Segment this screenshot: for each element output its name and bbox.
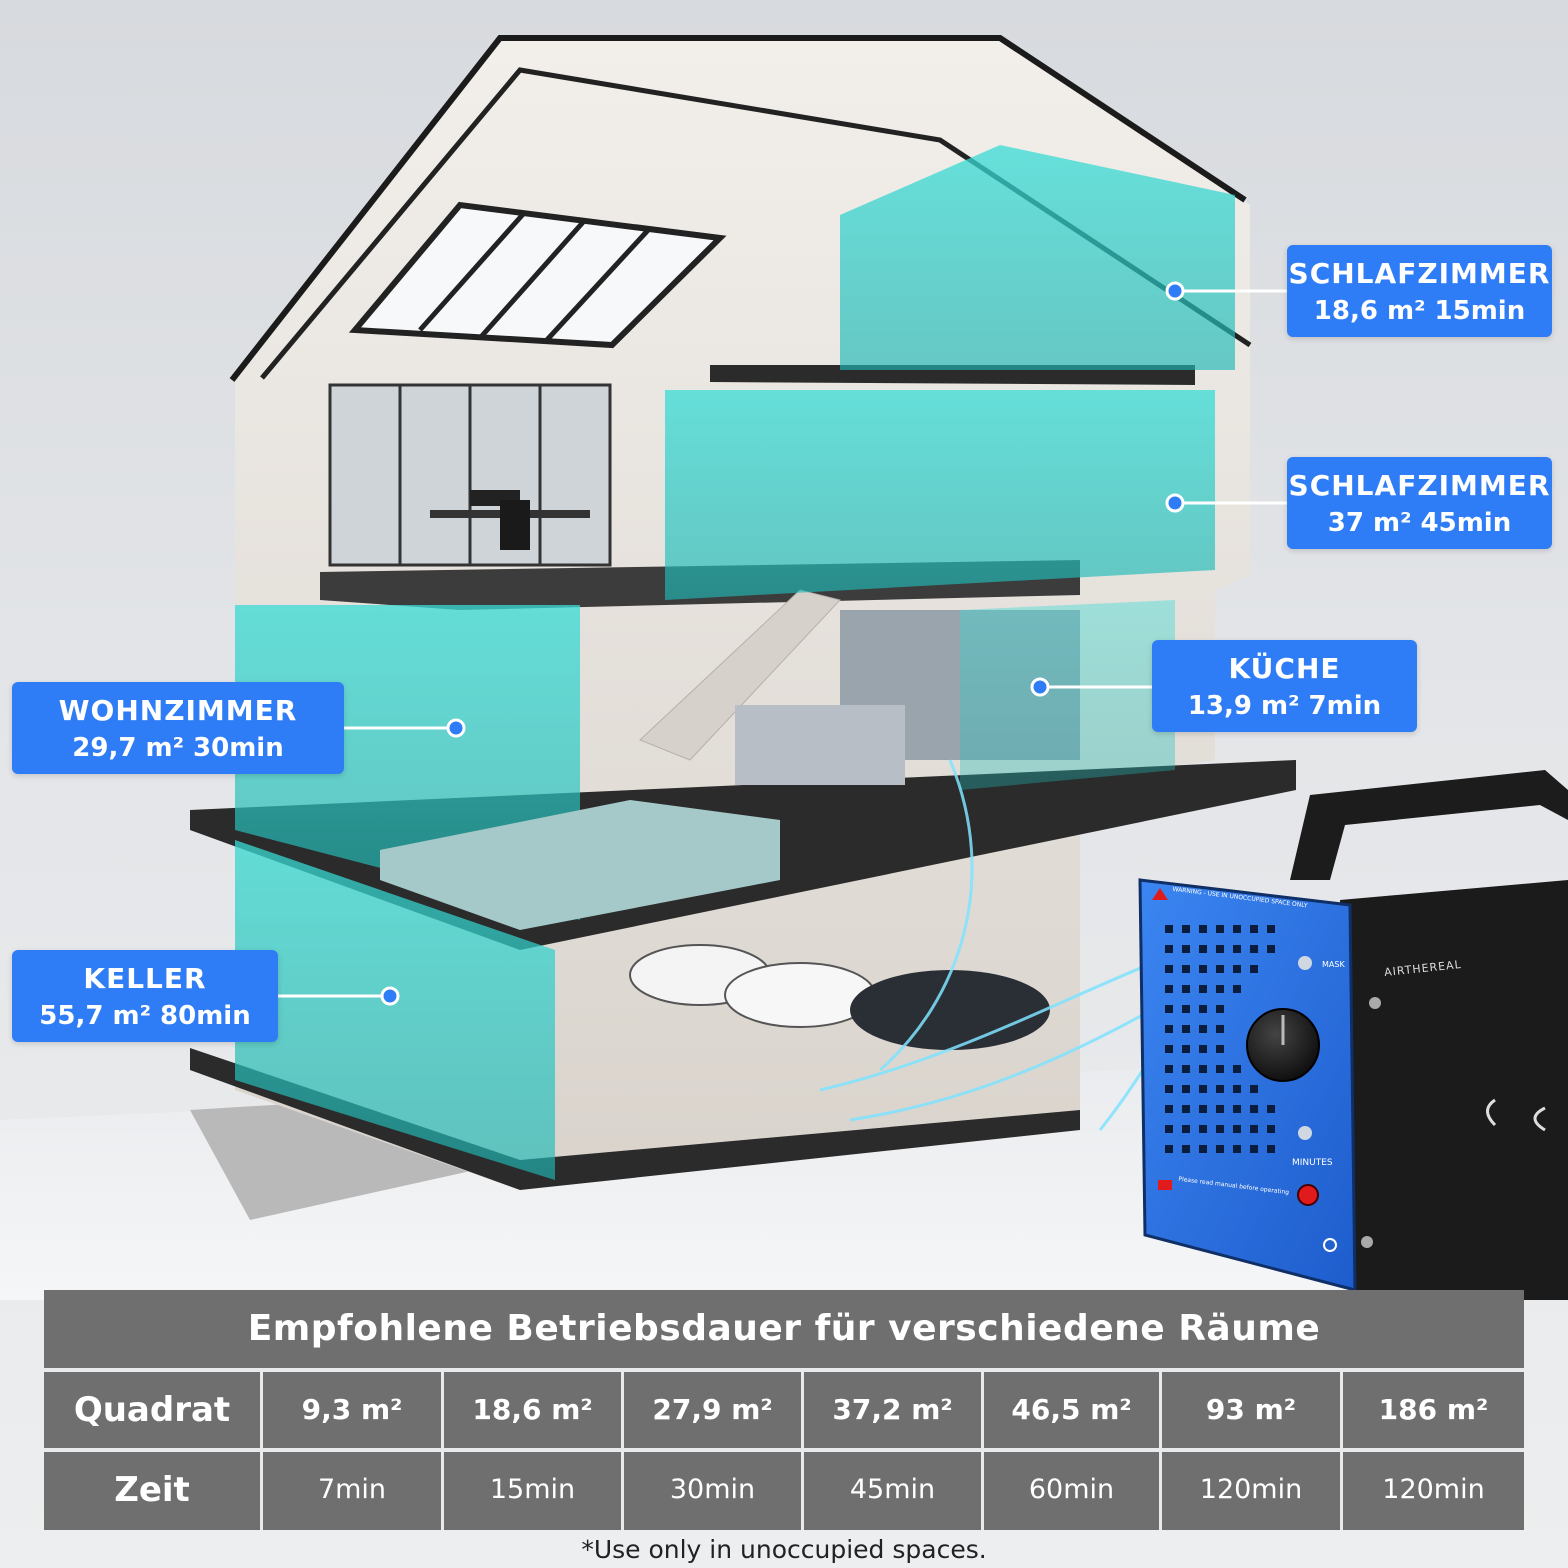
table-divider	[621, 1372, 624, 1530]
table-cell: 93 m²	[1205, 1393, 1297, 1426]
table-cell: 30min	[669, 1474, 756, 1505]
callout-upper-bedroom: SCHLAFZIMMER 37 m² 45min	[1287, 457, 1552, 549]
callout-spec: 55,7 m² 80min	[39, 1001, 251, 1031]
callout-room: KÜCHE	[1228, 652, 1341, 685]
table-row-area: Quadrat 9,3 m² 18,6 m² 27,9 m² 37,2 m² 4…	[44, 1372, 1524, 1448]
row-label: Zeit	[114, 1470, 190, 1510]
table-cell: 120min	[1199, 1474, 1303, 1505]
table-cell: 45min	[849, 1474, 936, 1505]
callout-connectors	[278, 281, 1287, 1006]
device-mask-label: MASK	[1322, 960, 1345, 969]
table-cell: 7min	[317, 1474, 387, 1505]
table-cell: 27,9 m²	[652, 1393, 773, 1426]
table-cell: 186 m²	[1378, 1393, 1489, 1426]
zone-upper-bedroom	[665, 390, 1215, 600]
table-divider	[1159, 1372, 1162, 1530]
table-cell: 120min	[1382, 1474, 1485, 1505]
table-cell: 18,6 m²	[472, 1393, 593, 1426]
callout-living-room: WOHNZIMMER 29,7 m² 30min	[12, 682, 344, 774]
callout-room: KELLER	[83, 962, 207, 995]
table-cell: 15min	[489, 1474, 576, 1505]
device-dial-label: MINUTES	[1292, 1158, 1333, 1168]
device-vents	[1165, 925, 1275, 1153]
footnote: *Use only in unoccupied spaces.	[581, 1535, 987, 1564]
callout-spec: 13,9 m² 7min	[1187, 691, 1382, 721]
indicator-light	[1298, 1126, 1312, 1140]
duration-table: Empfohlene Betriebsdauer für verschieden…	[44, 1290, 1524, 1530]
device-handle	[1290, 770, 1568, 880]
callout-room: SCHLAFZIMMER	[1288, 257, 1551, 290]
house-illustration	[0, 35, 1568, 1300]
table-divider	[1340, 1372, 1343, 1530]
table-cell: 60min	[1028, 1474, 1115, 1505]
callout-basement: KELLER 55,7 m² 80min	[12, 950, 278, 1042]
device-side	[1340, 880, 1568, 1300]
zone-basement	[235, 840, 555, 1180]
zone-kitchen	[960, 600, 1175, 790]
callout-attic-bedroom: SCHLAFZIMMER 18,6 m² 15min	[1287, 245, 1552, 337]
note-sticker	[1158, 1180, 1172, 1190]
table-cell: 9,3 m²	[301, 1393, 403, 1426]
callout-spec: 18,6 m² 15min	[1313, 296, 1526, 326]
table-divider	[981, 1372, 984, 1530]
table-cell: 46,5 m²	[1011, 1393, 1132, 1426]
callout-spec: 37 m² 45min	[1327, 508, 1512, 538]
table-divider	[44, 1448, 1524, 1452]
callout-room: WOHNZIMMER	[58, 694, 298, 727]
table-row-time: Zeit 7min 15min 30min 45min 60min 120min…	[44, 1452, 1524, 1528]
staircase	[639, 589, 841, 761]
zone-attic-bedroom	[840, 145, 1235, 370]
sofa	[380, 800, 780, 930]
table-divider	[441, 1372, 444, 1530]
table-title: Empfohlene Betriebsdauer für verschieden…	[247, 1308, 1321, 1349]
indicator-light	[1298, 956, 1312, 970]
brand-logo-icon	[1323, 1238, 1337, 1252]
roof-outline	[229, 35, 1247, 382]
ozone-generator-device	[1138, 770, 1568, 1300]
power-switch[interactable]	[1297, 1184, 1319, 1206]
callout-room: SCHLAFZIMMER	[1288, 469, 1551, 502]
ozone-symbol-icon	[1486, 1098, 1546, 1132]
warning-icon	[1152, 888, 1168, 900]
table-divider	[260, 1372, 263, 1530]
table-divider	[44, 1368, 1524, 1372]
table-divider	[801, 1372, 804, 1530]
callout-spec: 29,7 m² 30min	[72, 733, 284, 763]
row-label: Quadrat	[73, 1390, 231, 1430]
callout-kitchen: KÜCHE 13,9 m² 7min	[1152, 640, 1417, 732]
table-cell: 37,2 m²	[832, 1393, 953, 1426]
